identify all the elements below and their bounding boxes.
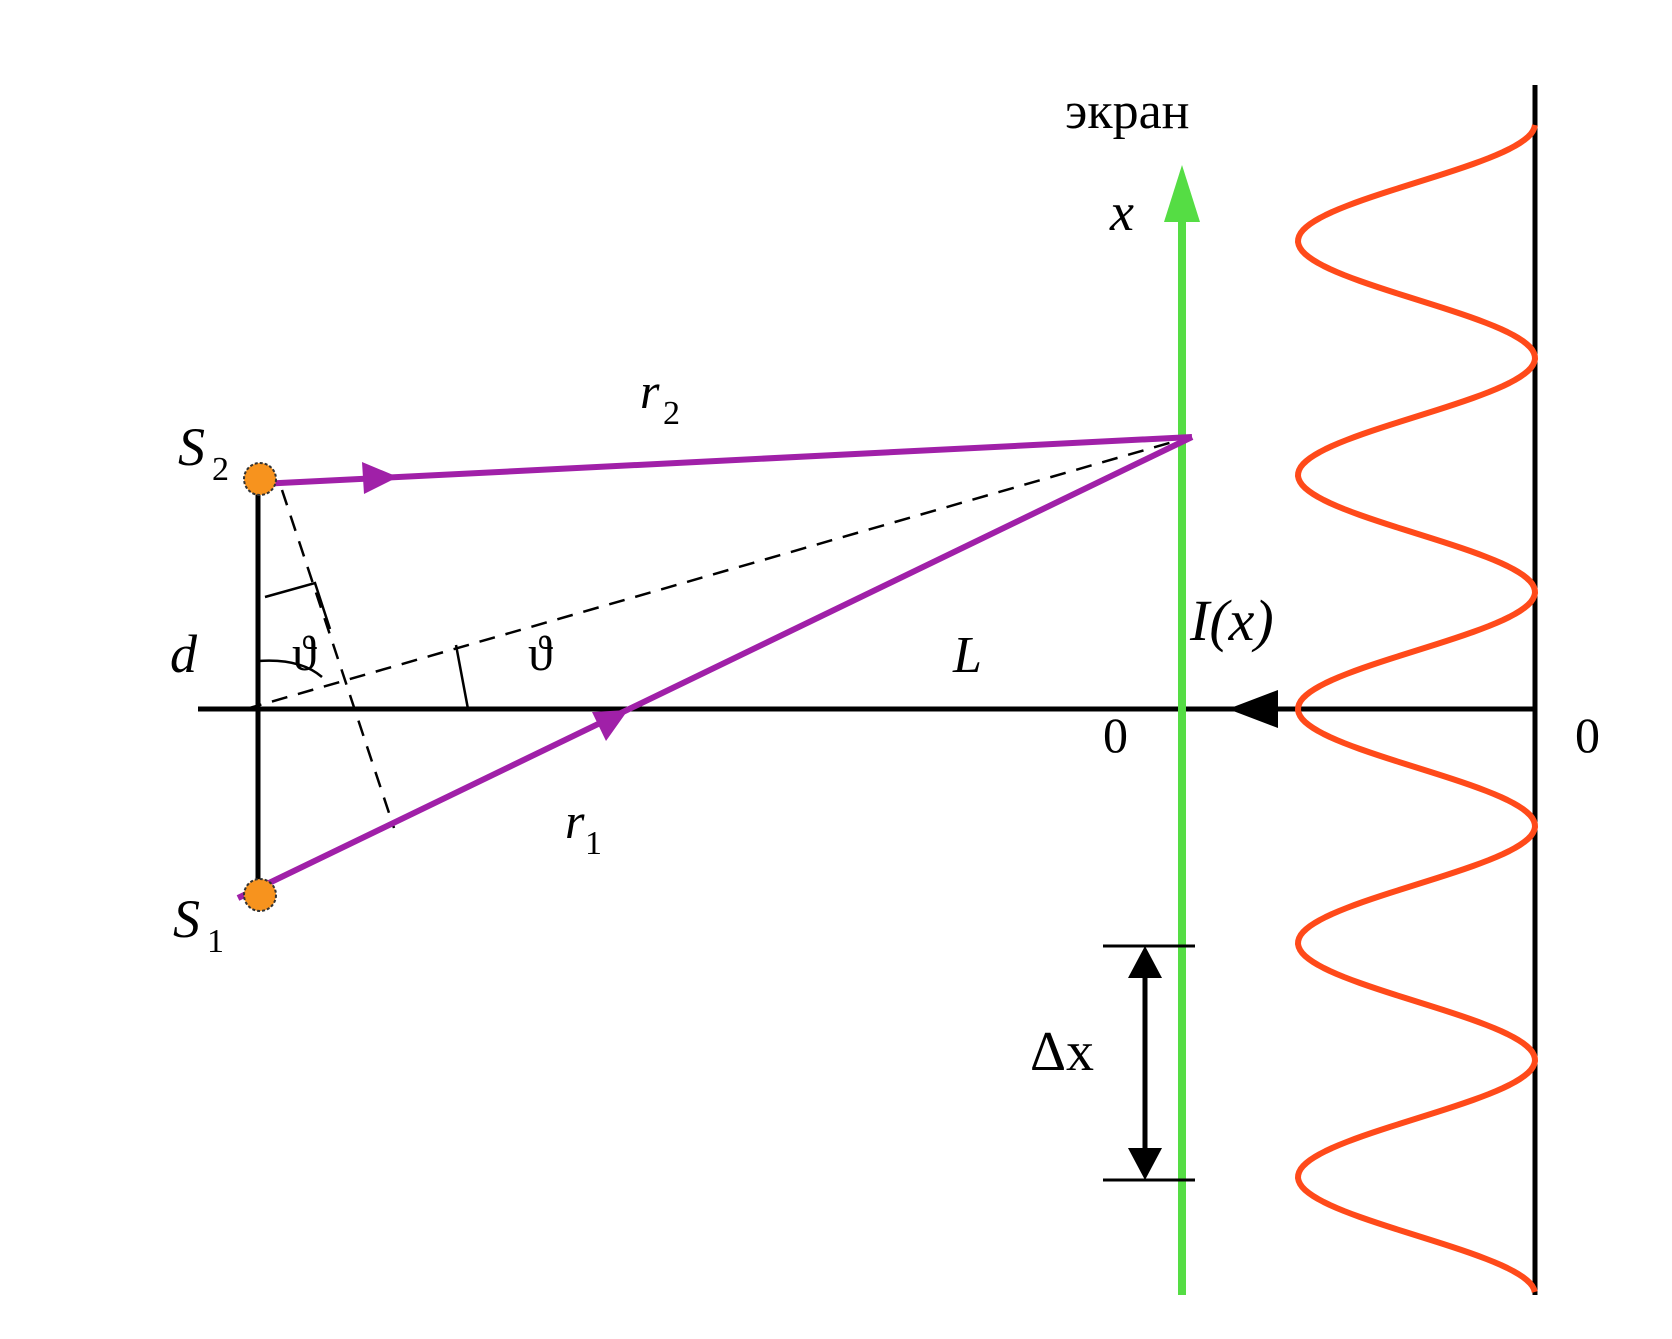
theta-mid-label: ϑ [528,625,553,681]
s2-label: S [178,417,205,477]
L-label: L [952,627,982,684]
theta-left-label: ϑ [292,625,317,681]
angle-mark-left-arc [257,659,323,678]
screen-label: экран [1065,83,1190,140]
delta-x-arrow-down [1128,1148,1162,1180]
zero-screen-label: 0 [1103,707,1128,763]
s2-subscript: 2 [212,451,229,488]
screen-arrow-head [1164,165,1200,222]
d-label: d [170,624,198,684]
s1-label: S [173,889,200,949]
dashed-perpendicular [280,489,396,829]
s1-subscript: 1 [207,923,224,960]
zero-right-label: 0 [1575,707,1600,763]
ray-r2 [259,434,1193,487]
r1-subscript: 1 [585,825,602,862]
intensity-curve [1295,124,1538,1293]
delta-x-arrow-up [1128,946,1162,978]
source-s1-icon [243,878,277,912]
axis-arrow-head [1228,690,1278,728]
source-s2-icon [243,462,277,496]
ray-r1-arrow [592,710,628,741]
dashed-center-line [245,435,1191,711]
r2-label: r [640,363,660,419]
r2-subscript: 2 [663,395,680,432]
angle-mark-middle [454,644,470,710]
r1-label: r [565,793,585,849]
ray-r2-arrow [362,462,398,494]
ray-r1 [236,434,1194,901]
angle-mark-left-upper [264,581,332,630]
intensity-label: I(x) [1189,588,1274,653]
delta-x-label: Δx [1030,1021,1094,1083]
x-axis-label: x [1109,182,1134,242]
